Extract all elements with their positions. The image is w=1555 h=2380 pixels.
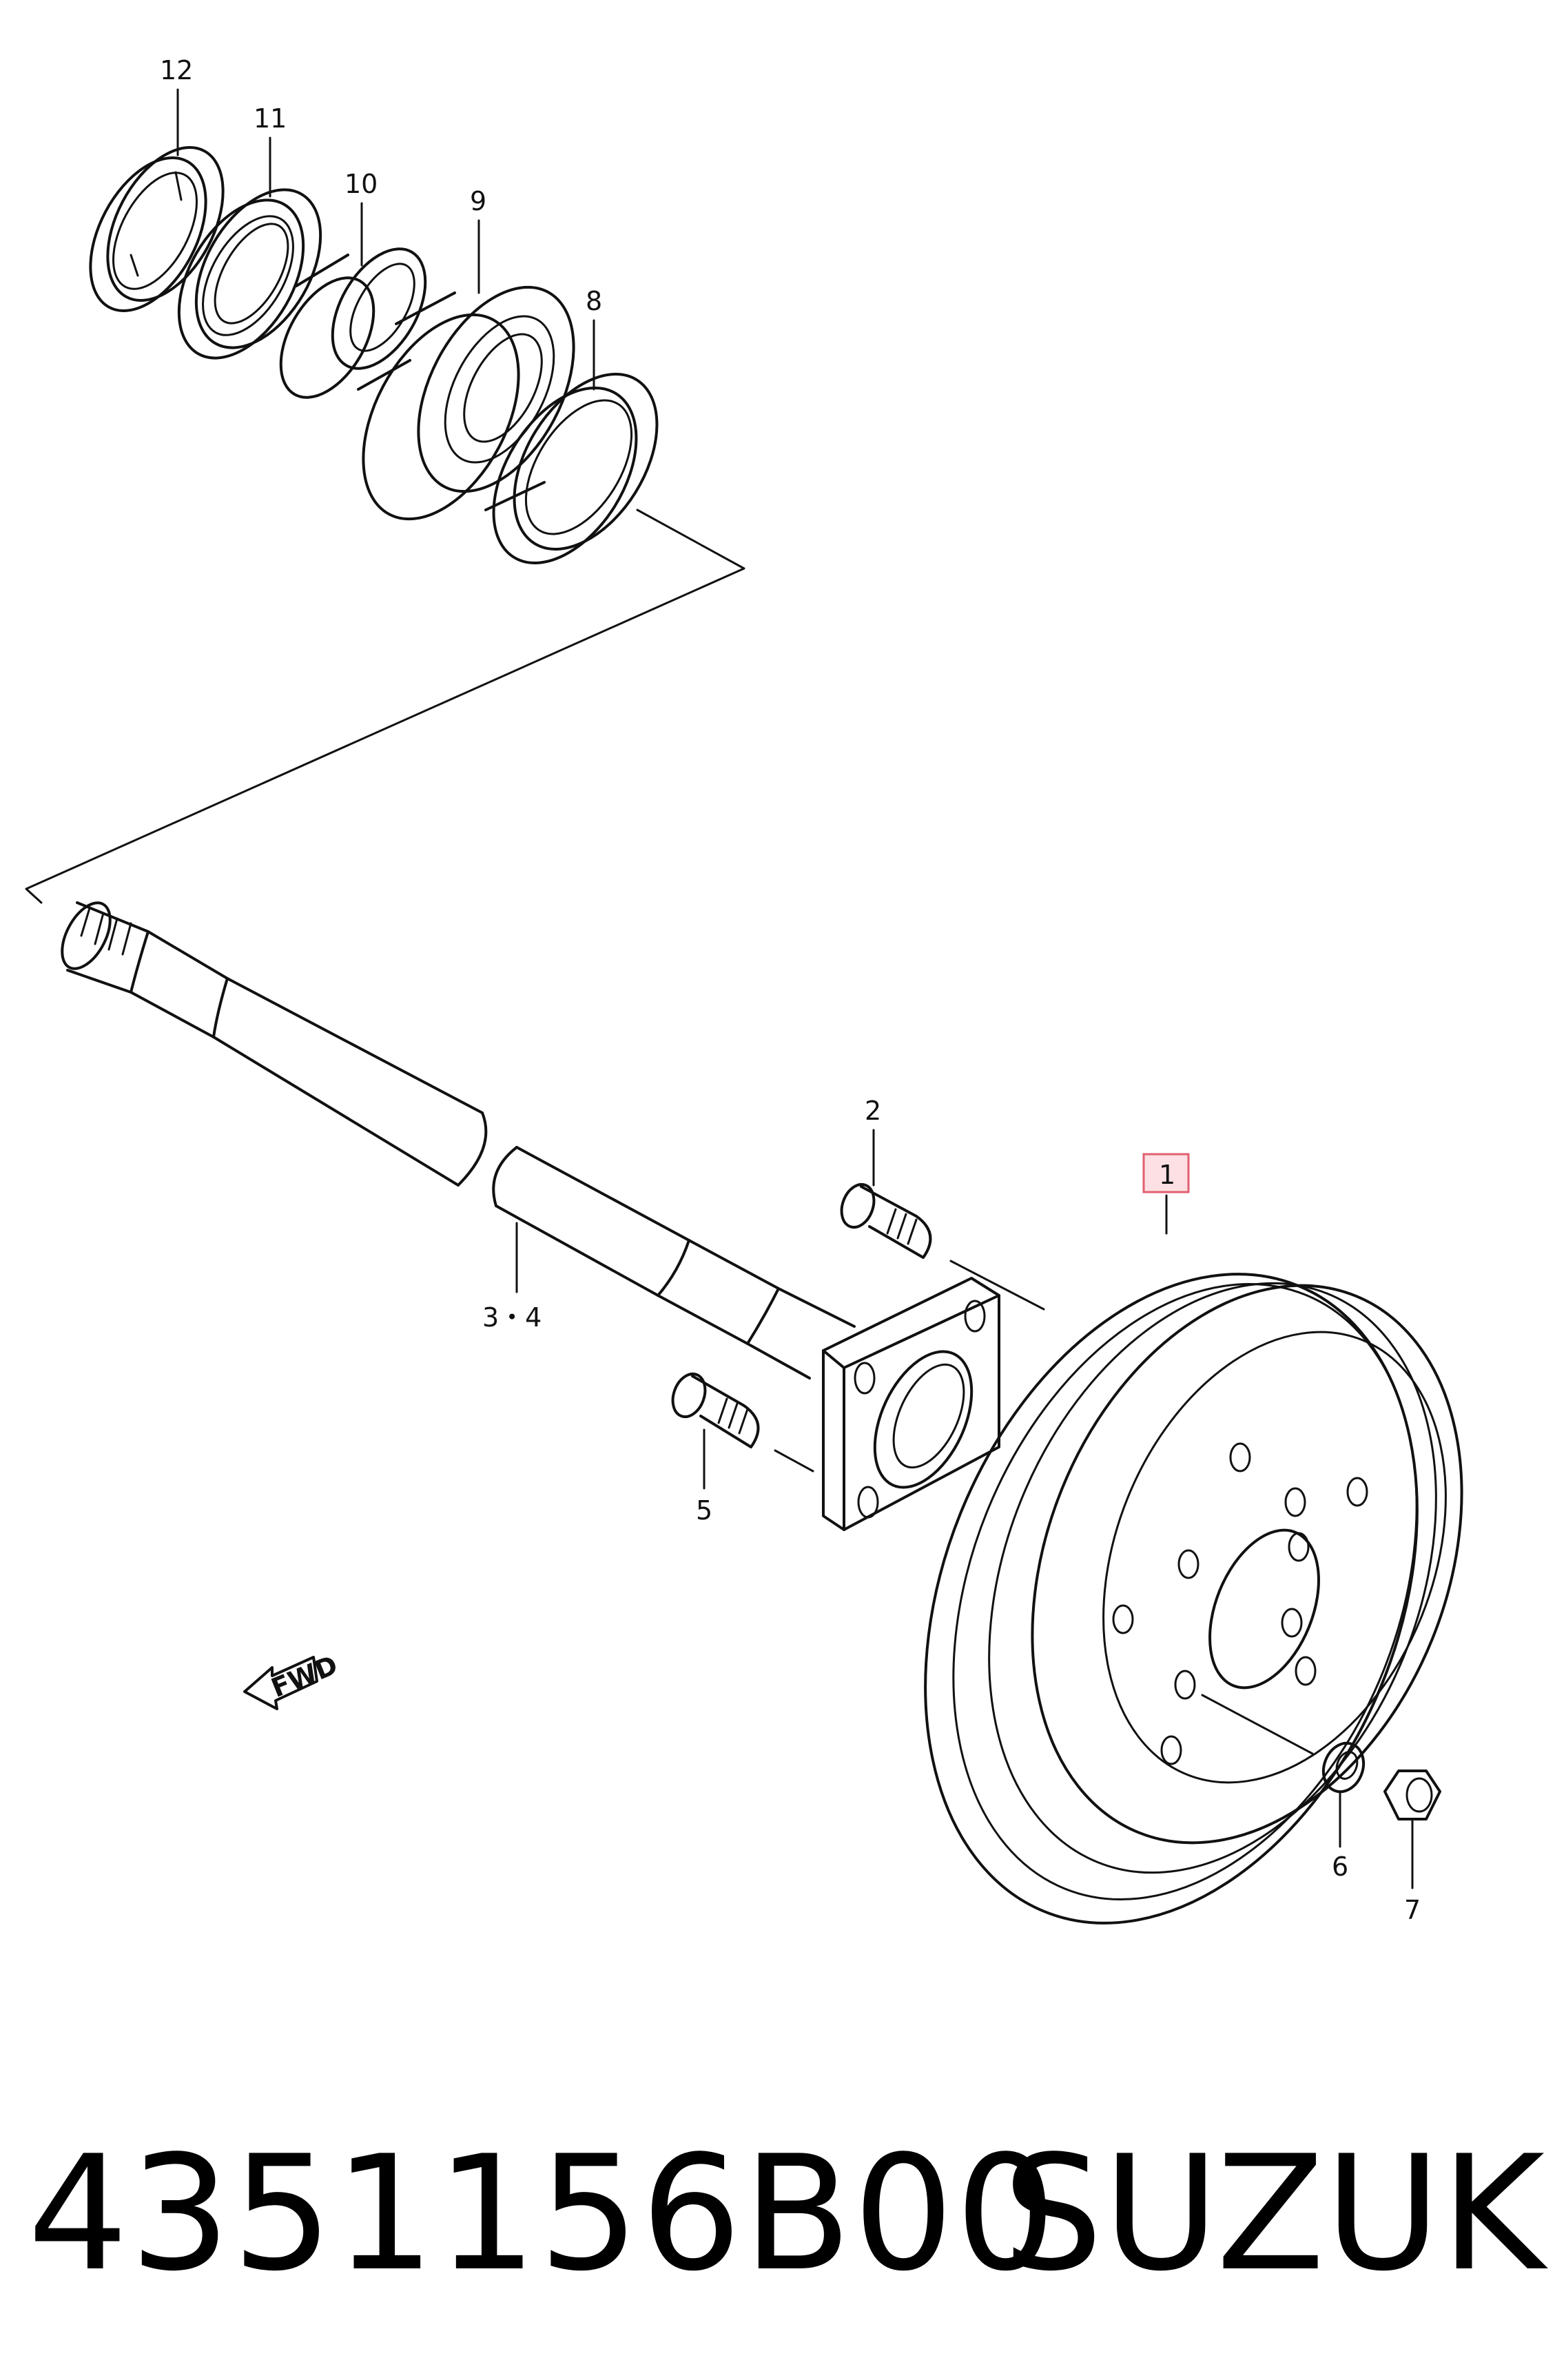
part-2-wheel-stud[interactable] [836, 1180, 932, 1259]
fwd-label: FWD [267, 1650, 342, 1703]
stud-5-guide [774, 1449, 814, 1473]
part-5-wheel-stud[interactable] [667, 1369, 760, 1448]
callout-7: 7 [1404, 1895, 1421, 1925]
part-8-oil-seal[interactable] [464, 349, 687, 588]
explosion-line [25, 509, 745, 904]
nut-guide [1201, 1694, 1314, 1755]
axle-flange[interactable] [822, 1277, 1000, 1531]
part-12-retainer-ring[interactable] [67, 128, 247, 330]
callout-5: 5 [696, 1495, 712, 1526]
part-11-oil-seal[interactable] [154, 168, 347, 380]
callout-9: 9 [470, 186, 486, 216]
part-number: 4351156B00 [28, 2122, 1058, 2306]
callout-6: 6 [1332, 1851, 1348, 1882]
callout-1: 1 [1159, 1160, 1175, 1190]
callout-8: 8 [586, 286, 602, 316]
part-3-4-axle-shaft[interactable] [52, 895, 856, 1379]
parts-diagram: 12 11 10 9 8 [25, 55, 1541, 1978]
footer: 4351156B00 SUZUKI [0, 2095, 1555, 2306]
part-7-wheel-nut[interactable] [1383, 1769, 1441, 1820]
callout-10: 10 [344, 169, 378, 199]
callout-11: 11 [254, 103, 287, 134]
callout-3-4: 3・4 [482, 1302, 542, 1333]
callout-12: 12 [160, 55, 193, 85]
part-6-washer[interactable] [1317, 1738, 1370, 1798]
stud-2-guide [949, 1260, 1045, 1311]
brand-name: SUZUKI [1002, 2122, 1555, 2306]
part-9-bearing[interactable] [331, 261, 606, 545]
callout-1-highlight [1142, 1153, 1190, 1193]
callout-2: 2 [865, 1096, 881, 1126]
part-10-collar[interactable] [262, 233, 444, 413]
part-1-brake-drum[interactable] [834, 1200, 1541, 1978]
fwd-arrow-icon: FWD [243, 1650, 342, 1710]
